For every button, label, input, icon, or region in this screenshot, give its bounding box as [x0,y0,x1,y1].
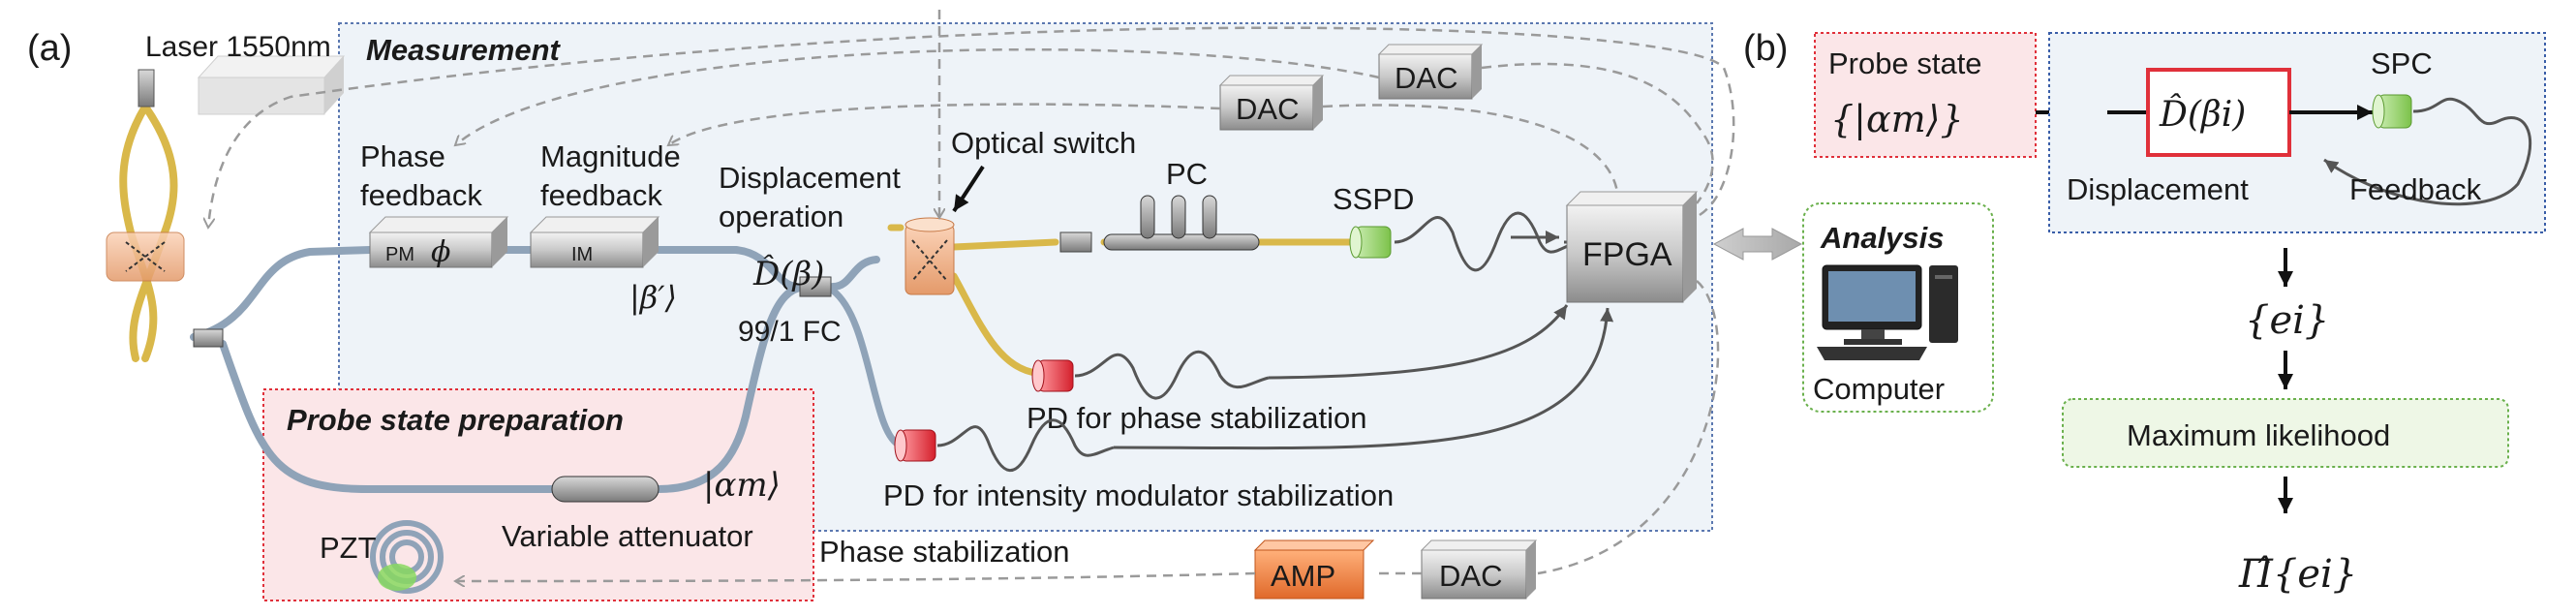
amp-box [1253,539,1375,600]
displacement-symbol: D̂(β) [752,254,824,293]
fiber-connector [193,328,224,348]
beta-prime-state: |β′⟩ [629,279,677,316]
pd-intensity-label: PD for intensity modulator stabilization [883,478,1394,512]
spc-label: SPC [2371,46,2433,80]
povm-symbol: Π̂{ei} [2238,552,2357,597]
optical-switch [905,217,955,295]
pc-connector [1059,231,1092,253]
pd-intensity-signal [936,418,1115,473]
displacement-operator-symbol: D̂(βi) [2159,93,2246,135]
variable-attenuator [551,476,659,503]
phase-stabilization-label: Phase stabilization [819,535,1070,569]
probe-state-set: {|αm⟩} [1830,98,1964,140]
polarization-controller [1103,195,1260,251]
fpga-analysis-link [1712,228,1803,261]
laser-source [138,55,346,115]
laser-label: Laser 1550nm [145,31,331,63]
sspd-signal [1394,211,1579,272]
analysis-title: Analysis [1820,221,1945,255]
pd-phase-label: PD for phase stabilization [1027,401,1367,435]
im-label: IM [571,244,593,265]
outcomes-set: {ei} [2245,298,2329,343]
displacement-op-line1: Displacement [719,161,901,195]
intensity-modulator [529,216,660,268]
pzt-label: PZT [320,531,377,565]
max-likelihood-box [2062,398,2509,468]
phase-feedback-line1: Phase [360,139,445,173]
pm-label: PM [385,244,414,265]
sspd-detector [1349,226,1392,259]
measurement-title: Measurement [366,33,562,67]
probe-state-box [1814,32,2037,158]
feedback-loop-arrow [2323,97,2532,206]
fiber-paths [119,103,1360,594]
variable-attenuator-label: Variable attenuator [502,519,753,553]
displacement-label: Displacement [2067,172,2249,206]
control-lines [208,10,1735,581]
probe-preparation-region [262,388,814,601]
feedback-label: Feedback [2349,172,2482,206]
panel-a-tag: (a) [27,28,72,69]
magnitude-feedback-line1: Magnitude [540,139,681,173]
phase-modulator [368,216,509,268]
fc-label: 99/1 FC [738,316,842,348]
amp-label: AMP [1271,559,1335,593]
dac-mid-label: DAC [1236,92,1299,126]
dac-bottom-label: DAC [1439,559,1502,593]
max-likelihood-label: Maximum likelihood [2127,418,2390,452]
optical-switch-label: Optical switch [951,126,1136,160]
pm-phi-symbol: ϕ [431,235,450,269]
pd-phase-detector [1031,359,1074,392]
pzt-glow [378,564,416,591]
fc-connector [799,276,832,297]
computer-icon [1817,264,1958,360]
pd-phase-to-fpga [1268,304,1569,380]
displacement-feedback-box [2048,32,2546,233]
phase-feedback-line2: feedback [360,178,482,212]
optical-switch-pointer [952,165,985,213]
pc-label: PC [1166,157,1208,191]
dac-top-box [1377,44,1484,100]
magnitude-feedback-line2: feedback [540,178,662,212]
pd-intensity-to-fpga [1113,307,1614,450]
fiber-coupler-left [106,231,185,282]
fpga-label: FPGA [1582,236,1672,273]
panel-b-tag: (b) [1743,28,1788,69]
dac-top-label: DAC [1395,61,1457,95]
dac-mid-box [1218,75,1325,131]
pd-intensity-detector [894,429,936,462]
alpha-m-state: |αm⟩ [703,466,781,505]
displacement-op-line2: operation [719,200,843,233]
computer-label: Computer [1813,372,1945,406]
probe-state-label: Probe state [1828,46,1982,80]
sspd-label: SSPD [1333,182,1414,216]
dac-bottom-box [1420,539,1538,600]
probe-prep-title: Probe state preparation [287,403,624,437]
spc-detector [2372,94,2412,129]
fpga-box [1565,191,1699,303]
pd-phase-signal [1074,350,1270,400]
